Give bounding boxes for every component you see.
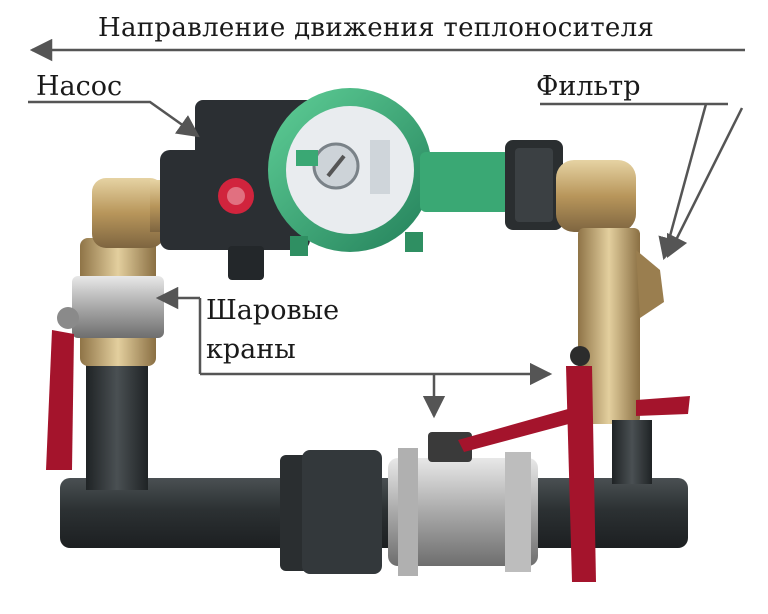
top-right-union bbox=[505, 140, 563, 230]
filter-and-right-valve bbox=[566, 228, 690, 582]
circulation-pump bbox=[160, 88, 510, 280]
left-vertical-pipe bbox=[86, 360, 148, 490]
ball-valves-label-line2: краны bbox=[206, 334, 296, 365]
pump-pointer-arrow bbox=[28, 100, 200, 138]
flow-direction-label: Направление движения теплоносителя bbox=[98, 13, 655, 43]
pump-label: Насос bbox=[36, 71, 123, 102]
ball-valves-label-line1: Шаровые bbox=[206, 295, 340, 326]
filter-label: Фильтр bbox=[536, 71, 641, 102]
filter-pointer-arrow bbox=[540, 102, 744, 261]
right-elbow-fitting bbox=[556, 160, 636, 232]
ball-valves-pointer-arrows bbox=[155, 286, 553, 419]
left-ball-valve bbox=[46, 238, 164, 470]
